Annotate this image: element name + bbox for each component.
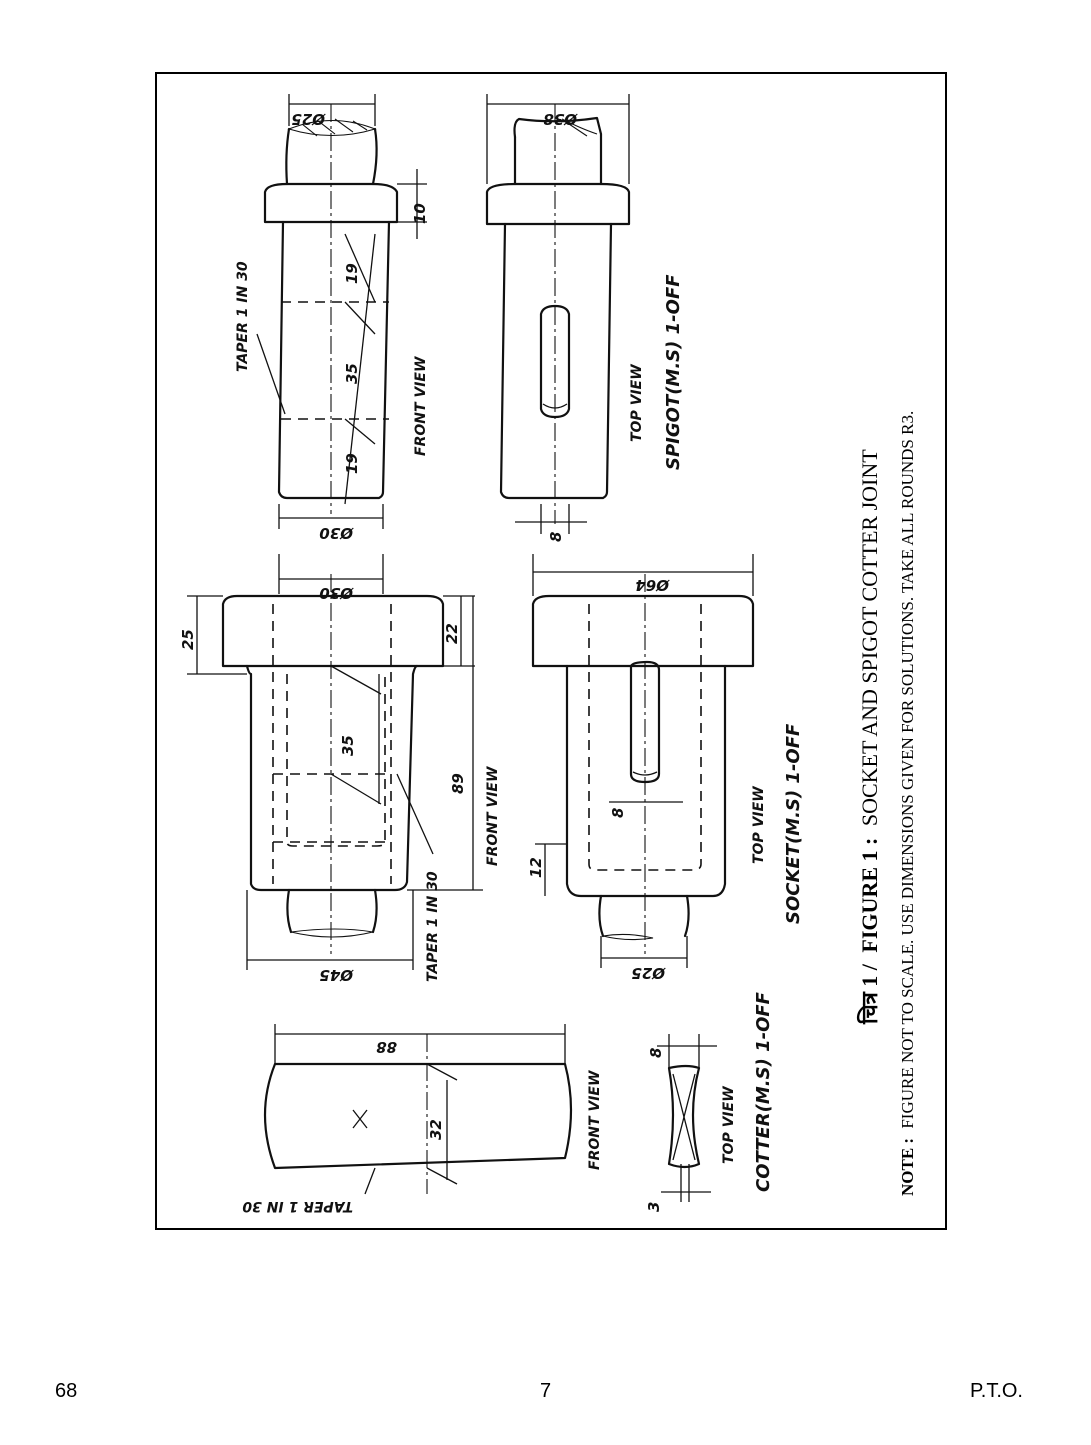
figure-note: NOTE : FIGURE NOT TO SCALE. USE DIMENSIO… [898, 411, 917, 1196]
cotter-part-label: COTTER(M.S) 1-OFF [753, 991, 774, 1192]
socket-dim-s8: 8 [609, 808, 627, 818]
figure-caption: चित्र 1 / FIGURE 1 : SOCKET AND SPIGOT C… [856, 449, 882, 1025]
spigot-front-view [256, 94, 427, 529]
spigot-top-view-label: TOP VIEW [629, 364, 645, 442]
socket-top-view [531, 554, 755, 968]
socket-dim-d64: Ø64 [635, 576, 670, 594]
cotter-dim-w32: 32 [427, 1119, 445, 1140]
socket-dim-l12: 12 [527, 857, 545, 878]
footer-page-number: 7 [540, 1380, 552, 1402]
caption-hindi: चित्र 1 / [856, 963, 882, 1025]
spigot-front-view-label: FRONT VIEW [413, 356, 429, 456]
cotter-front-view [263, 1024, 573, 1195]
cotter-top-view [657, 1034, 717, 1202]
spigot-part-label: SPIGOT(M.S) 1-OFF [663, 274, 684, 470]
spigot-dim-l35: 35 [343, 363, 361, 384]
spigot-dim-d38: Ø38 [543, 110, 578, 128]
cotter-front-view-label: FRONT VIEW [587, 1070, 603, 1170]
spigot-dim-l19b: 19 [343, 453, 361, 474]
socket-dim-l35: 35 [339, 735, 357, 756]
socket-dim-c22: 22 [443, 623, 461, 644]
socket-front-view-label: FRONT VIEW [485, 766, 501, 866]
spigot-dim-l19a: 19 [343, 263, 361, 284]
socket-dim-c25: 25 [179, 629, 197, 650]
socket-dim-d30: Ø30 [319, 584, 354, 602]
socket-dim-d45: Ø45 [319, 966, 354, 984]
technical-drawing: Ø25 Ø30 10 19 35 19 FRONT VIEW TAPER 1 I… [179, 94, 917, 1214]
spigot-dim-d30: Ø30 [319, 524, 354, 542]
caption-figure: FIGURE 1 : [857, 838, 882, 953]
cotter-dim-e3: 3 [645, 1202, 663, 1212]
cotter-top-view-label: TOP VIEW [721, 1086, 737, 1164]
spigot-taper-label: TAPER 1 IN 30 [235, 261, 251, 372]
note-label: NOTE : [898, 1138, 917, 1196]
note-text: FIGURE NOT TO SCALE. USE DIMENSIONS GIVE… [898, 411, 917, 1129]
cotter-dim-t8: 8 [647, 1048, 665, 1058]
cotter-dim-l88: 88 [376, 1038, 397, 1056]
spigot-top-view [485, 94, 631, 534]
spigot-dim-t10: 10 [411, 203, 429, 224]
socket-taper-label: TAPER 1 IN 30 [425, 871, 441, 982]
socket-dim-d25: Ø25 [631, 964, 666, 982]
caption-title: SOCKET AND SPIGOT COTTER JOINT [857, 449, 882, 826]
socket-dim-l89: 89 [449, 773, 467, 794]
figure-frame: Ø25 Ø30 10 19 35 19 FRONT VIEW TAPER 1 I… [155, 72, 947, 1230]
socket-top-view-label: TOP VIEW [751, 786, 767, 864]
spigot-dim-s8: 8 [547, 532, 565, 542]
spigot-dim-d25: Ø25 [291, 110, 326, 128]
cotter-taper-label: TAPER 1 IN 30 [242, 1198, 353, 1214]
footer-left-number: 68 [55, 1380, 78, 1402]
footer-pto: P.T.O. [970, 1380, 1023, 1402]
socket-front-view [187, 554, 483, 970]
socket-part-label: SOCKET(M.S) 1-OFF [783, 723, 804, 924]
